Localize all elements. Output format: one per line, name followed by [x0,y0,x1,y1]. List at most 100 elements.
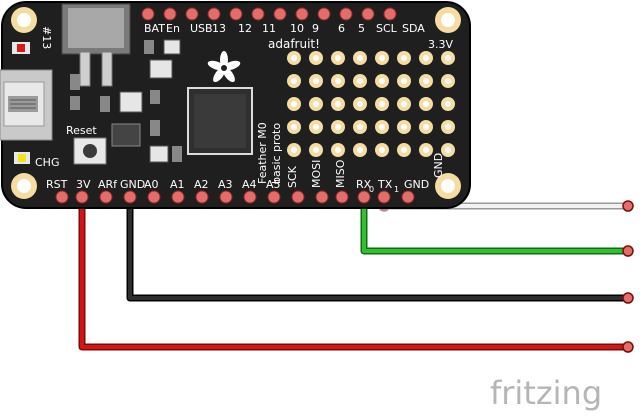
bottom-pin-label: A3 [218,178,233,191]
bottom-pin-label: SCK [286,165,299,188]
proto-area [287,51,455,157]
bottom-pin-pad [335,190,349,204]
top-pin-label: 9 [312,22,319,35]
proto-hole-center [291,55,297,61]
top-pin-pad [251,7,265,21]
bottom-pin-pad [401,190,415,204]
top-pin-pad [273,7,287,21]
top-pin-label: 13 [212,22,226,35]
label-gnd-right: GND [432,153,445,178]
black-wire-core [128,197,628,300]
bottom-pin-label: MOSI [310,160,323,188]
black-wire-end [622,292,634,304]
white-wire-end [622,200,634,212]
bottom-pin-label: A5 [266,178,281,191]
proto-hole-center [335,55,341,61]
bottom-pin-pad [147,190,161,204]
proto-hole-center [335,101,341,107]
proto-hole-center [313,124,319,130]
proto-hole-center [401,147,407,153]
reset-label: Reset [66,124,97,137]
feather-board: #13 CHG Reset [0,1,471,209]
proto-hole-center [291,124,297,130]
bottom-pin-pad [55,190,69,204]
proto-hole-center [313,55,319,61]
bottom-pin-label: 3V [76,178,91,191]
proto-hole-center [445,147,451,153]
top-pin-pad [361,7,375,21]
top-pin-label: En [166,22,180,35]
bottom-pin-label: A2 [194,178,209,191]
rx-sub-label: 0 [369,185,374,194]
proto-hole-center [401,101,407,107]
bottom-pin-pad [357,190,371,204]
proto-hole-center [335,78,341,84]
bottom-pin-pad [291,190,305,204]
proto-hole-center [313,147,319,153]
board-name-line2: basic proto [270,123,283,184]
adafruit-logo [207,51,241,83]
proto-hole-center [291,147,297,153]
proto-hole-center [335,147,341,153]
top-pin-label: 11 [262,22,276,35]
proto-hole-center [335,124,341,130]
tx-sub-label: 1 [394,185,399,194]
bottom-pin-pad [123,190,137,204]
bottom-pin-label: RST [46,178,68,191]
proto-hole-center [401,124,407,130]
bottom-pin-pad [75,190,89,204]
proto-hole-center [445,124,451,130]
label-3v3: 3.3V [428,38,453,51]
top-pin-label: 12 [238,22,252,35]
top-pin-label: USB [190,22,213,35]
bottom-pin-pad [195,190,209,204]
green-wire-core [362,197,628,253]
bottom-pin-label: GND [120,178,145,191]
led-13-label: #13 [40,26,53,49]
bottom-pin-label: TX [377,178,393,191]
proto-hole-center [423,55,429,61]
top-pin-pad [295,7,309,21]
component [70,74,80,90]
bottom-pin-label: A4 [242,178,257,191]
proto-hole-center [401,78,407,84]
top-pin-label: BAT [144,22,165,35]
proto-hole-center [357,55,363,61]
bottom-pin-label: A0 [144,178,159,191]
red-wire [78,197,628,351]
proto-hole-center [423,147,429,153]
proto-hole-center [379,78,385,84]
bottom-pin-pad [377,190,391,204]
top-pin-label: 6 [338,22,345,35]
proto-hole-center [423,78,429,84]
proto-hole-center [379,147,385,153]
bottom-pin-label: MISO [334,159,347,188]
bottom-pin-label: A1 [170,178,185,191]
bottom-pin-pad [171,190,185,204]
proto-hole-center [313,78,319,84]
proto-hole-center [445,55,451,61]
top-pin-label: SDA [402,22,425,35]
top-header-pads [141,7,397,21]
proto-hole-center [313,101,319,107]
top-pin-pad [163,7,177,21]
top-pin-label: 5 [358,22,365,35]
brand-label: adafruit! [268,37,320,51]
bottom-pin-label: RX [356,178,372,191]
red-wire-core [80,197,628,349]
proto-hole-center [291,101,297,107]
proto-hole-center [423,101,429,107]
top-pin-pad [185,7,199,21]
proto-hole-center [357,78,363,84]
bottom-pin-label: GND [404,178,429,191]
proto-hole-center [445,101,451,107]
proto-hole-center [401,55,407,61]
top-pin-pad [141,7,155,21]
bottom-pin-label: ARf [98,178,118,191]
bottom-pin-pad [219,190,233,204]
top-pin-pad [383,7,397,21]
bottom-pin-pad [267,190,281,204]
proto-hole-center [357,147,363,153]
